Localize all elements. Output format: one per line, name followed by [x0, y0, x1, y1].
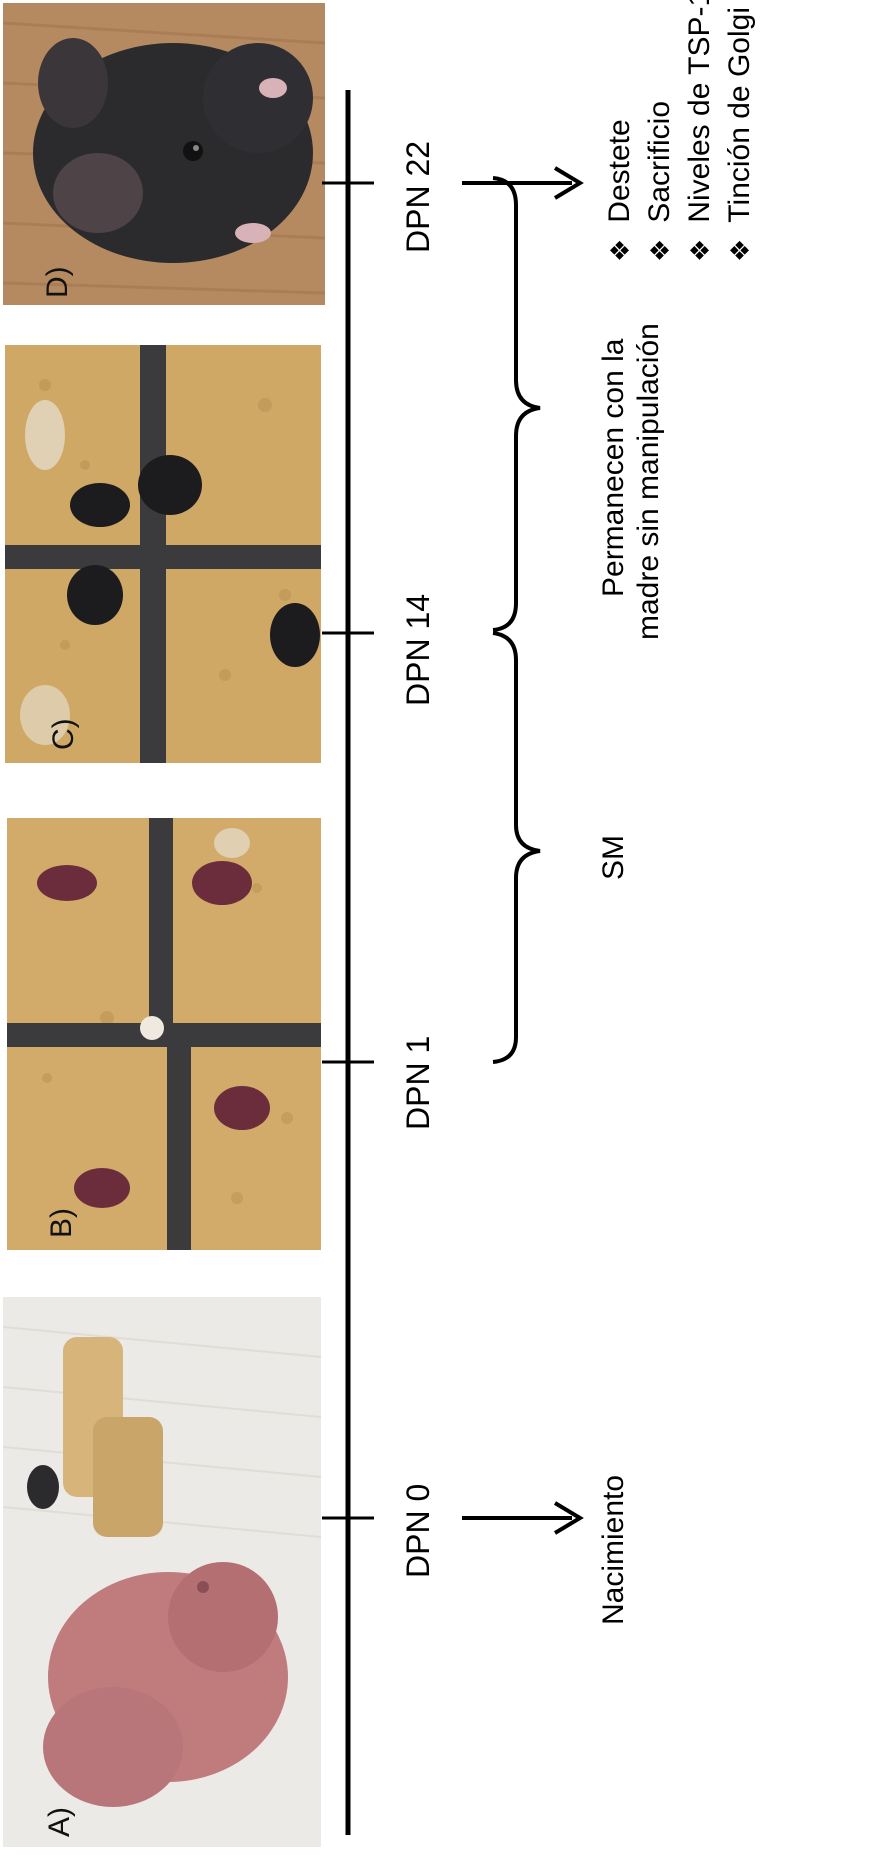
brace-icon [493, 178, 540, 630]
list-item: ❖ Sacrificio [640, 0, 680, 262]
list-item: ❖ Tinción de Golgi [720, 0, 760, 262]
diamond-bullet-icon: ❖ [725, 239, 756, 262]
tick-label-dpn22: DPN 22 [400, 141, 437, 253]
brace-icon [493, 633, 540, 1062]
diamond-bullet-icon: ❖ [645, 239, 676, 262]
list-item-label: Destete [603, 119, 637, 222]
arrow-right-icon [462, 168, 580, 198]
final-outcomes-list: ❖ Destete ❖ Sacrificio ❖ Niveles de TSP-… [600, 0, 760, 262]
tick-label-dpn1: DPN 1 [400, 1036, 437, 1130]
list-item-label: Tinción de Golgi [723, 7, 757, 223]
annotation-sm: SM [597, 835, 631, 880]
list-item: ❖ Destete [600, 0, 640, 262]
list-item: ❖ Niveles de TSP-1 [680, 0, 720, 262]
diamond-bullet-icon: ❖ [605, 239, 636, 262]
annotation-remain-line1: Permanecen con la [597, 339, 631, 598]
tick-label-dpn0: DPN 0 [400, 1484, 437, 1578]
arrow-right-icon [462, 1503, 580, 1533]
diamond-bullet-icon: ❖ [685, 239, 716, 262]
list-item-label: Sacrificio [643, 101, 677, 223]
annotation-remain-line2: madre sin manipulación [632, 323, 666, 640]
list-item-label: Niveles de TSP-1 [683, 0, 717, 223]
tick-label-dpn14: DPN 14 [400, 594, 437, 706]
annotation-birth: Nacimiento [597, 1475, 631, 1625]
